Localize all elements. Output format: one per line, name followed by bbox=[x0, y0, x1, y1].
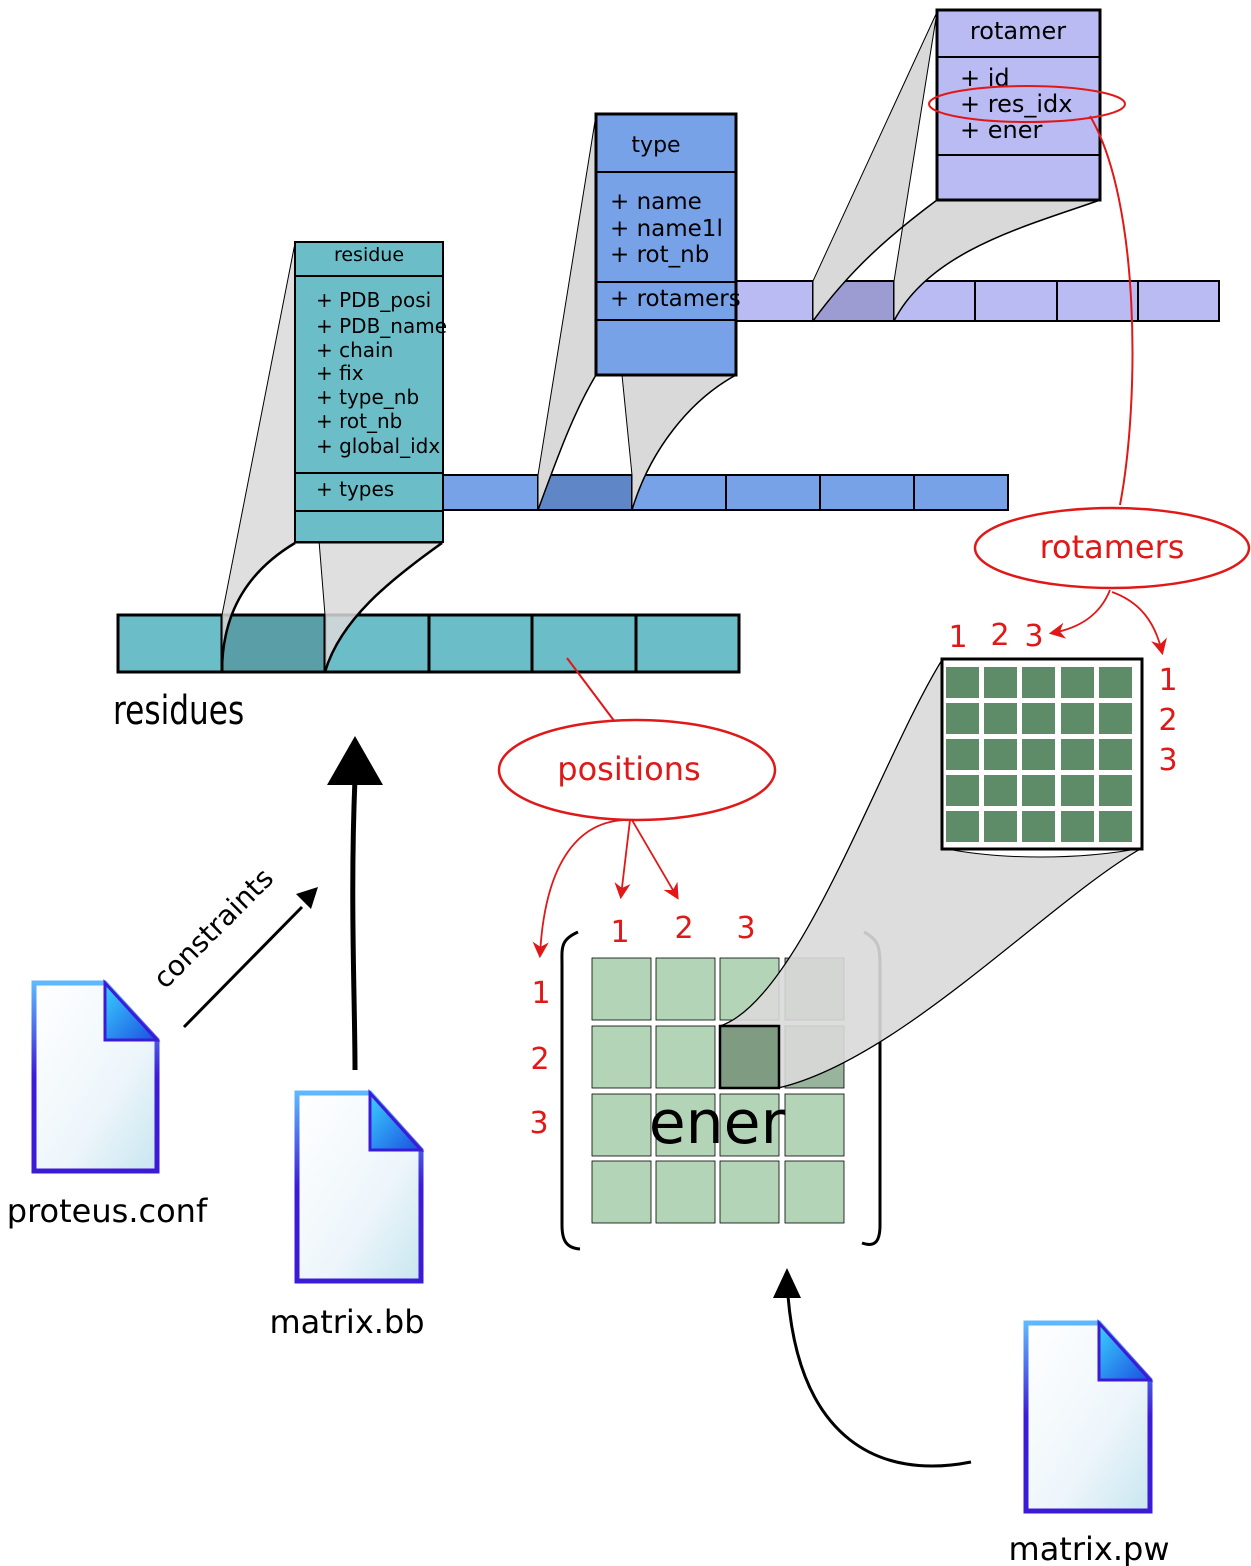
residue-attr-global-idx: + global_idx bbox=[316, 434, 440, 458]
residue-attr-pdb-name: + PDB_name bbox=[316, 314, 447, 338]
rotamer-row-index-3: 3 bbox=[1158, 743, 1177, 778]
residue-attr-pdb-posi: + PDB_posi bbox=[316, 288, 431, 312]
type-attr-name: + name bbox=[610, 189, 702, 215]
matrix-bb-filename: matrix.bb bbox=[269, 1303, 424, 1341]
position-row-index-1: 1 bbox=[531, 976, 550, 1011]
type-link-rotamers: + rotamers bbox=[610, 286, 741, 312]
matrix-bb-document-icon[interactable] bbox=[294, 1089, 425, 1284]
rotamer-class-title: rotamer bbox=[970, 17, 1066, 45]
residues-array-selected-cell bbox=[220, 613, 327, 674]
rotamers-columns-arrow bbox=[1048, 589, 1111, 639]
position-column-index-3: 3 bbox=[736, 911, 755, 946]
rotamer-column-index-3: 3 bbox=[1024, 619, 1043, 654]
rotamer-class-box: rotamer + id + res_idx + ener bbox=[935, 8, 1102, 202]
rotamer-row-index-2: 2 bbox=[1158, 703, 1177, 738]
residue-attr-fix: + fix bbox=[316, 361, 364, 385]
rotamer-array bbox=[734, 280, 1220, 322]
constraints-label: constraints bbox=[147, 862, 280, 995]
residue-attr-chain: + chain bbox=[316, 338, 393, 362]
residue-class-box: residue + PDB_posi + PDB_name + chain + … bbox=[294, 241, 447, 543]
rotamer-attr-res-idx: + res_idx bbox=[960, 90, 1072, 118]
type-class-title: type bbox=[631, 133, 680, 158]
constraints-arrow bbox=[182, 887, 318, 1029]
residue-attr-type-nb: + type_nb bbox=[316, 385, 419, 409]
residues-label: residues bbox=[113, 688, 244, 734]
selected-energy-cell bbox=[718, 1024, 781, 1090]
bb-to-residues-arrow bbox=[327, 736, 383, 1071]
type-attr-rot-nb: + rot_nb bbox=[610, 242, 709, 268]
rotamers-annotation bbox=[973, 506, 1251, 590]
position-column-index-1: 1 bbox=[610, 915, 629, 950]
residue-attr-rot-nb: + rot_nb bbox=[316, 409, 402, 433]
position-row-index-3: 3 bbox=[529, 1106, 548, 1141]
rotamer-attr-ener: + ener bbox=[960, 116, 1042, 144]
res-idx-highlight bbox=[928, 85, 1126, 123]
res-idx-to-rotamers-line bbox=[1089, 115, 1134, 506]
positions-rows-arrow bbox=[532, 819, 629, 959]
matrix-pw-filename: matrix.pw bbox=[1009, 1530, 1170, 1566]
matrix-pw-document-icon[interactable] bbox=[1023, 1319, 1154, 1514]
type-array bbox=[442, 474, 1009, 511]
rotamer-column-index-2: 2 bbox=[990, 618, 1009, 653]
energy-matrix-label: ener bbox=[649, 1088, 786, 1158]
type-array-selected-cell bbox=[537, 474, 633, 511]
positions-column-arrow-1 bbox=[614, 819, 631, 900]
proteus-conf-filename: proteus.conf bbox=[7, 1192, 208, 1230]
rotamers-rows-arrow bbox=[1111, 591, 1167, 656]
type-attr-name1l: + name1l bbox=[610, 216, 723, 242]
positions-annotation bbox=[497, 718, 777, 822]
residues-array bbox=[116, 613, 741, 674]
proteus-conf-document-icon[interactable] bbox=[31, 979, 161, 1174]
positions-annotation-label: positions bbox=[557, 750, 700, 788]
rotamer-row-index-1: 1 bbox=[1158, 663, 1177, 698]
rotamer-column-index-1: 1 bbox=[948, 620, 967, 655]
matrix-left-bracket bbox=[560, 930, 581, 1251]
rotamers-annotation-label: rotamers bbox=[1040, 528, 1185, 566]
position-column-index-2: 2 bbox=[674, 911, 693, 946]
pw-to-matrix-arrow bbox=[773, 1268, 972, 1468]
residues-to-positions-line bbox=[566, 657, 619, 727]
rotamer-submatrix bbox=[940, 657, 1144, 851]
residue-class-title: residue bbox=[334, 244, 404, 266]
type-class-box: type + name + name1l + rot_nb + rotamers bbox=[594, 112, 741, 377]
position-row-index-2: 2 bbox=[530, 1042, 549, 1077]
residue-link-types: + types bbox=[316, 477, 394, 501]
positions-column-arrow-2 bbox=[631, 819, 679, 900]
